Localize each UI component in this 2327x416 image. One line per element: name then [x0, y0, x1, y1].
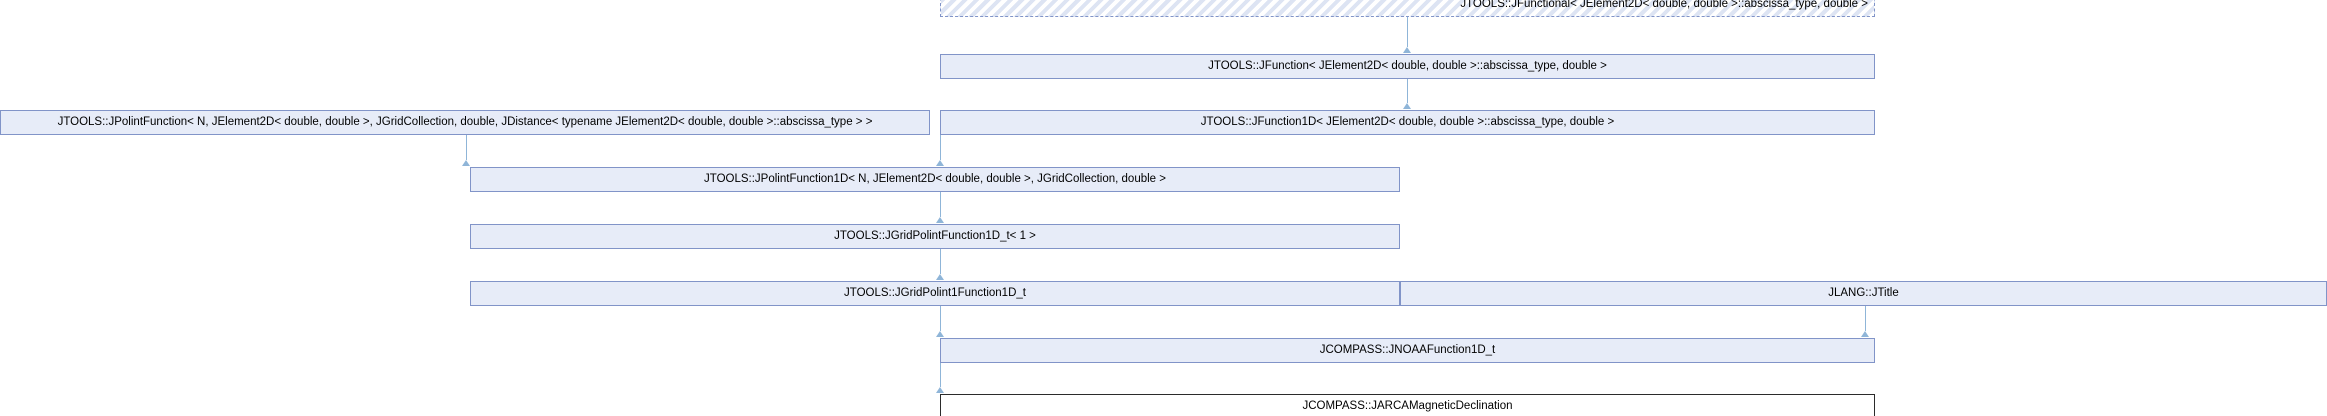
edge-arrow-jfunction — [1403, 47, 1411, 53]
edge-jfunction-jfunction1d — [1407, 79, 1408, 103]
class-node-jarcamagneticdeclination[interactable]: JCOMPASS::JARCAMagneticDeclination — [940, 394, 1875, 416]
edge-arrow-jpolintfunction1d-right — [936, 160, 944, 166]
edge-arrow-jarcamagneticdeclination — [936, 387, 944, 393]
edge-arrow-jpolintfunction1d-left — [462, 160, 470, 166]
class-node-jfunctional[interactable]: JTOOLS::JFunctional< JElement2D< double,… — [940, 0, 1875, 17]
class-node-label: JTOOLS::JFunction1D< JElement2D< double,… — [1200, 115, 1615, 128]
edge-jfunction1d-to-jpolintfunction1d — [940, 152, 941, 160]
class-node-label: JTOOLS::JFunction< JElement2D< double, d… — [1208, 59, 1607, 72]
edge-jnoaafunction1d-jarcamagneticdeclination — [940, 363, 941, 387]
class-node-jfunction[interactable]: JTOOLS::JFunction< JElement2D< double, d… — [940, 54, 1875, 79]
edge-arrow-jfunction1d — [1403, 103, 1411, 109]
edge-arrow-jgridpolintfunction1d — [936, 217, 944, 223]
class-node-jfunction1d[interactable]: JTOOLS::JFunction1D< JElement2D< double,… — [940, 110, 1875, 135]
class-node-label: JTOOLS::JGridPolint1Function1D_t — [844, 286, 1026, 299]
class-node-jpolintfunction1d[interactable]: JTOOLS::JPolintFunction1D< N, JElement2D… — [470, 167, 1400, 192]
class-node-label: JTOOLS::JPolintFunction1D< N, JElement2D… — [704, 172, 1166, 185]
class-node-jgridpolint1function1d-t[interactable]: JTOOLS::JGridPolint1Function1D_t — [470, 281, 1400, 306]
edge-jpolintfunction-to-jpolintfunction1d — [466, 152, 467, 160]
class-node-jnoaafunction1d-t[interactable]: JCOMPASS::JNOAAFunction1D_t — [940, 338, 1875, 363]
edge-jgridpolintfunction1d-jgridpolint1function1d — [940, 249, 941, 274]
class-node-label: JTOOLS::JFunctional< JElement2D< double,… — [1460, 0, 1868, 10]
edge-arrow-jnoaafunction1d-right — [1861, 331, 1869, 337]
class-node-label: JCOMPASS::JARCAMagneticDeclination — [1302, 399, 1513, 412]
class-node-jgridpolintfunction1d-t-1[interactable]: JTOOLS::JGridPolintFunction1D_t< 1 > — [470, 224, 1400, 249]
class-node-jpolintfunction[interactable]: JTOOLS::JPolintFunction< N, JElement2D< … — [0, 110, 930, 135]
class-node-jtitle[interactable]: JLANG::JTitle — [1400, 281, 2327, 306]
class-node-label: JLANG::JTitle — [1828, 286, 1899, 299]
edge-jtitle-jnoaafunction1d — [1865, 306, 1866, 331]
edge-jfunction1d-drop — [940, 135, 941, 153]
edge-jpolintfunction-drop — [466, 135, 467, 153]
class-node-label: JCOMPASS::JNOAAFunction1D_t — [1319, 343, 1496, 356]
edge-jgridpolint1function1d-jnoaafunction1d — [940, 306, 941, 331]
edge-arrow-jnoaafunction1d-left — [936, 331, 944, 337]
edge-arrow-jgridpolint1function1d — [936, 274, 944, 280]
edge-jfunctional-jfunction — [1407, 17, 1408, 47]
class-node-label: JTOOLS::JGridPolintFunction1D_t< 1 > — [834, 229, 1036, 242]
edge-jpolintfunction1d-jgridpolintfunction1d — [940, 192, 941, 217]
class-node-label: JTOOLS::JPolintFunction< N, JElement2D< … — [57, 115, 873, 128]
